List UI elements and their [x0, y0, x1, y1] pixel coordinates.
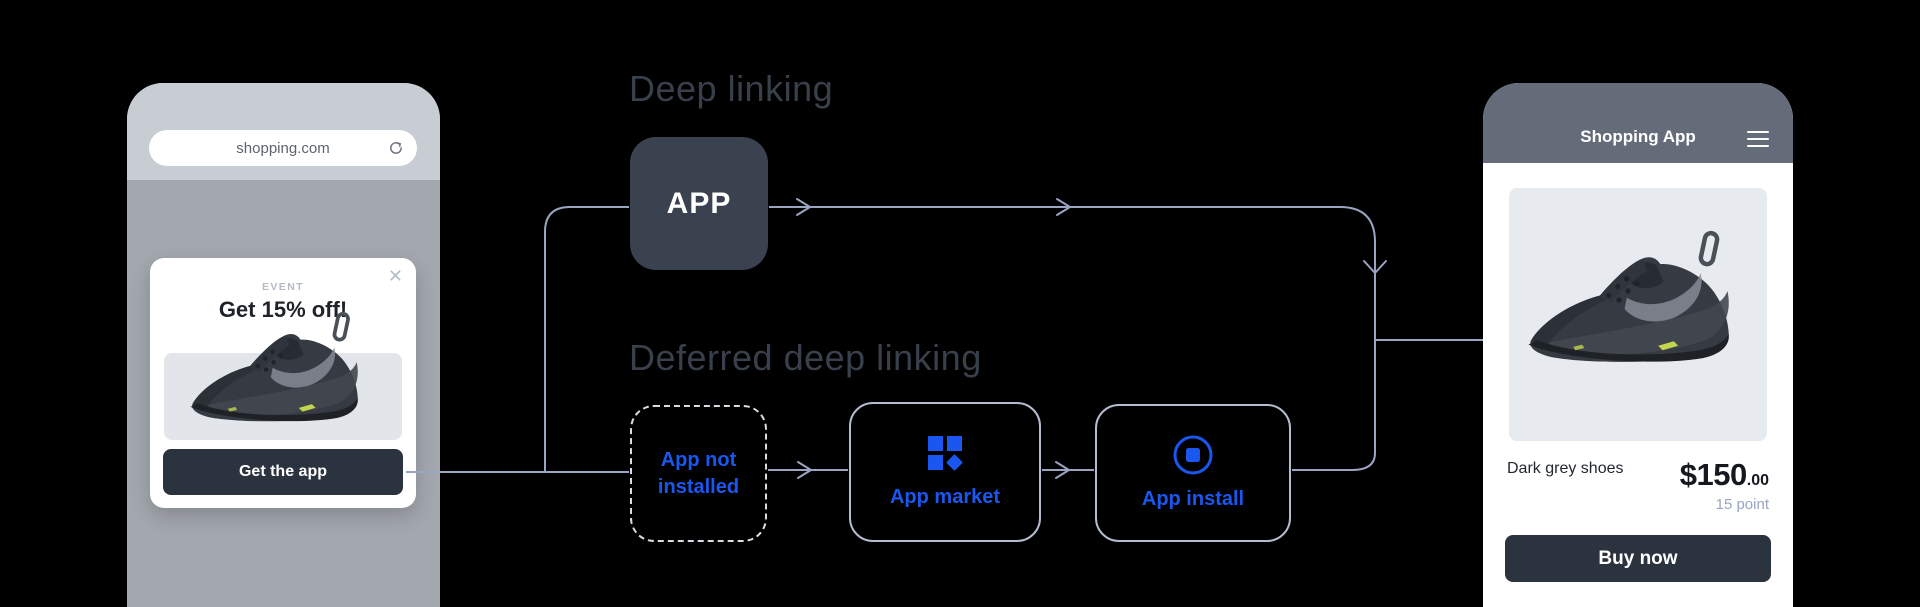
app-install-node: App install [1095, 404, 1291, 542]
reload-icon[interactable] [388, 140, 404, 156]
url-bar[interactable]: shopping.com [149, 130, 417, 166]
price-block: $150.00 15 point [1680, 457, 1769, 513]
app-market-node: App market [849, 402, 1041, 542]
browser-phone: shopping.com ✕ EVENT Get 15% off! Get th… [127, 83, 440, 607]
browser-chrome: shopping.com [127, 83, 440, 180]
get-the-app-button[interactable]: Get the app [163, 449, 403, 495]
deep-linking-title: Deep linking [629, 68, 834, 109]
app-title: Shopping App [1580, 127, 1696, 146]
price-cents: .00 [1746, 472, 1769, 489]
arrowhead-right-2 [1056, 198, 1071, 216]
app-grid-icon [928, 436, 963, 471]
buy-now-button[interactable]: Buy now [1505, 535, 1771, 582]
popup-title: Get 15% off! [218, 297, 348, 322]
product-info-row: Dark grey shoes $150.00 15 point [1507, 457, 1769, 513]
deferred-deep-linking-title: Deferred deep linking [629, 337, 982, 378]
app-phone: Shopping App Dark grey shoes $150.00 15 … [1483, 83, 1793, 607]
promo-popup: ✕ EVENT Get 15% off! Get the app [150, 258, 416, 508]
app-header: Shopping App [1483, 83, 1793, 163]
product-name: Dark grey shoes [1507, 460, 1624, 477]
shoe-image [170, 308, 394, 448]
arrowhead-right-4 [1055, 461, 1070, 479]
url-text: shopping.com [236, 139, 330, 157]
popup-eyebrow: EVENT [261, 281, 304, 293]
menu-icon[interactable] [1747, 131, 1769, 147]
app-not-installed-label: App not installed [657, 448, 740, 498]
product-image [1509, 188, 1767, 441]
app-install-icon [1173, 435, 1213, 474]
arrowhead-down [1363, 260, 1387, 274]
close-icon[interactable]: ✕ [387, 266, 403, 286]
app-market-label: App market [889, 486, 1001, 508]
price-dollars: $150 [1679, 457, 1747, 492]
arrowhead-right-3 [797, 461, 812, 479]
shoe-image [1515, 226, 1761, 394]
connector-branch-to-app [544, 206, 629, 472]
app-install-label: App install [1141, 487, 1245, 510]
app-node-label: APP [666, 186, 732, 220]
points-label: 15 point [1715, 496, 1769, 513]
app-not-installed-node: App not installed [630, 405, 767, 542]
app-node: APP [630, 137, 768, 270]
arrowhead-right-1 [796, 198, 811, 216]
